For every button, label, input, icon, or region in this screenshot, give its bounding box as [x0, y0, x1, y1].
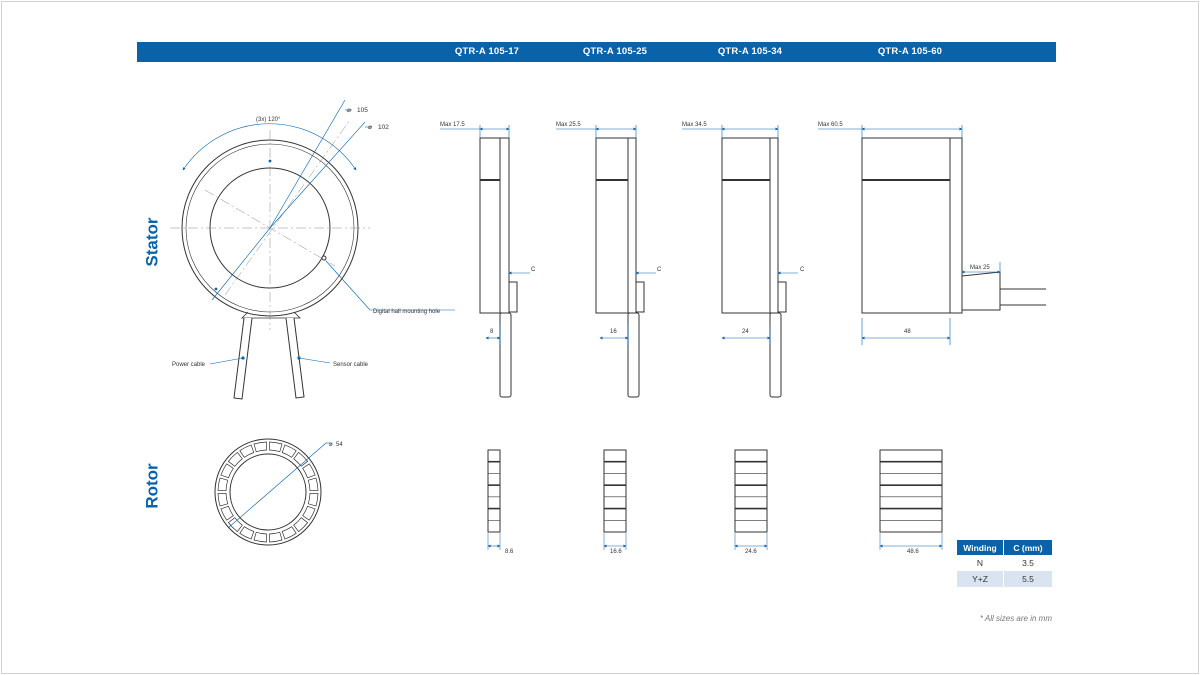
units-footnote: * All sizes are in mm — [979, 614, 1052, 623]
rotor-magnet-segment — [268, 531, 283, 543]
rotor-magnets — [217, 441, 319, 543]
dia-105-symbol: ⌀ — [347, 107, 351, 114]
table-cell-c: 5.5 — [1003, 571, 1052, 587]
rotor-side-views — [487, 449, 943, 550]
model-label-60: QTR-A 105-60 — [877, 46, 943, 57]
power-cable-label: Power cable — [172, 362, 206, 368]
max-label-17: Max 17.5 — [440, 122, 465, 128]
table-row: Y+Z 5.5 — [957, 571, 1052, 587]
rotor-magnet-segment — [293, 517, 309, 533]
table-cell-winding: Y+Z — [957, 571, 1004, 587]
stator-side-view-34 — [682, 125, 798, 398]
rotor-magnet-segment — [302, 505, 316, 521]
depth-label-34: 24 — [742, 329, 749, 335]
rotor-width-label-17: 8.6 — [505, 549, 514, 555]
stator-side-view-60 — [818, 125, 1046, 345]
rotor-width-label-34: 24.6 — [745, 549, 757, 555]
rotor-magnet-segment — [281, 526, 297, 540]
rotor-magnet-segment — [253, 441, 268, 453]
rotor-magnet-segment — [220, 505, 234, 521]
hall-mounting-hole — [321, 255, 327, 261]
rotor-magnet-segment — [217, 477, 229, 492]
rotor-magnet-segment — [281, 444, 297, 458]
rotor-width-label-60: 48.6 — [907, 549, 919, 555]
rotor-magnet-segment — [253, 531, 268, 543]
rotor-magnet-segment — [268, 441, 283, 453]
cable-max-label-60: Max 25 — [970, 265, 990, 271]
table-header-winding: Winding — [957, 540, 1004, 555]
dia-105-label: 105 — [357, 107, 368, 114]
max-label-60: Max 60.5 — [818, 122, 843, 128]
hall-hole-label: Digital hall mounting hole — [373, 309, 441, 315]
c-label-17: C — [531, 267, 536, 273]
rotor-dia-label: 54 — [336, 442, 343, 448]
max-label-34: Max 34.5 — [682, 122, 707, 128]
rotor-width-label-25: 16.6 — [610, 549, 622, 555]
rotor-side-view-34 — [734, 449, 768, 550]
stator-side-view-25 — [556, 125, 656, 398]
rotor-front-view — [214, 438, 332, 546]
winding-table: Winding C (mm) N 3.5 Y+Z 5.5 — [957, 540, 1052, 587]
stator-side-view-17 — [440, 125, 530, 398]
sensor-cable-label: Sensor cable — [333, 362, 369, 368]
table-header-row: Winding C (mm) — [957, 540, 1052, 555]
stator-front-view — [170, 99, 455, 400]
depth-label-17: 8 — [490, 329, 494, 335]
rotor-magnet-segment — [227, 517, 243, 533]
depth-label-60: 48 — [904, 329, 911, 335]
angle-label: (3x) 120° — [256, 117, 281, 123]
rotor-magnet-segment — [220, 463, 234, 479]
depth-label-25: 16 — [610, 329, 617, 335]
model-label-34: QTR-A 105-34 — [717, 46, 783, 57]
max-label-25: Max 25.5 — [556, 122, 581, 128]
dia-102-symbol: ⌀ — [368, 124, 372, 131]
rotor-magnet-segment — [293, 451, 309, 467]
rotor-side-view-25 — [603, 449, 627, 550]
rotor-magnet-segment — [239, 444, 255, 458]
table-header-c: C (mm) — [1003, 540, 1052, 555]
table-cell-c: 3.5 — [1022, 558, 1034, 568]
rotor-magnet-segment — [302, 463, 316, 479]
dia-102-label: 102 — [378, 124, 389, 131]
table-cell-winding: N — [957, 555, 1004, 571]
rotor-magnet-segment — [307, 492, 319, 507]
table-row: N 3.5 — [957, 555, 1052, 571]
rotor-side-view-60 — [879, 449, 943, 550]
rotor-magnet-segment — [307, 477, 319, 492]
model-header-bar — [137, 42, 1056, 62]
model-label-25: QTR-A 105-25 — [582, 46, 648, 57]
c-label-34: C — [800, 267, 805, 273]
c-label-25: C — [657, 267, 662, 273]
rotor-magnet-segment — [239, 526, 255, 540]
model-label-17: QTR-A 105-17 — [454, 46, 520, 57]
rotor-magnet-segment — [227, 451, 243, 467]
rotor-dia-symbol: ⌀ — [329, 442, 333, 448]
rotor-side-view-17 — [487, 449, 501, 550]
rotor-magnet-segment — [217, 492, 229, 507]
